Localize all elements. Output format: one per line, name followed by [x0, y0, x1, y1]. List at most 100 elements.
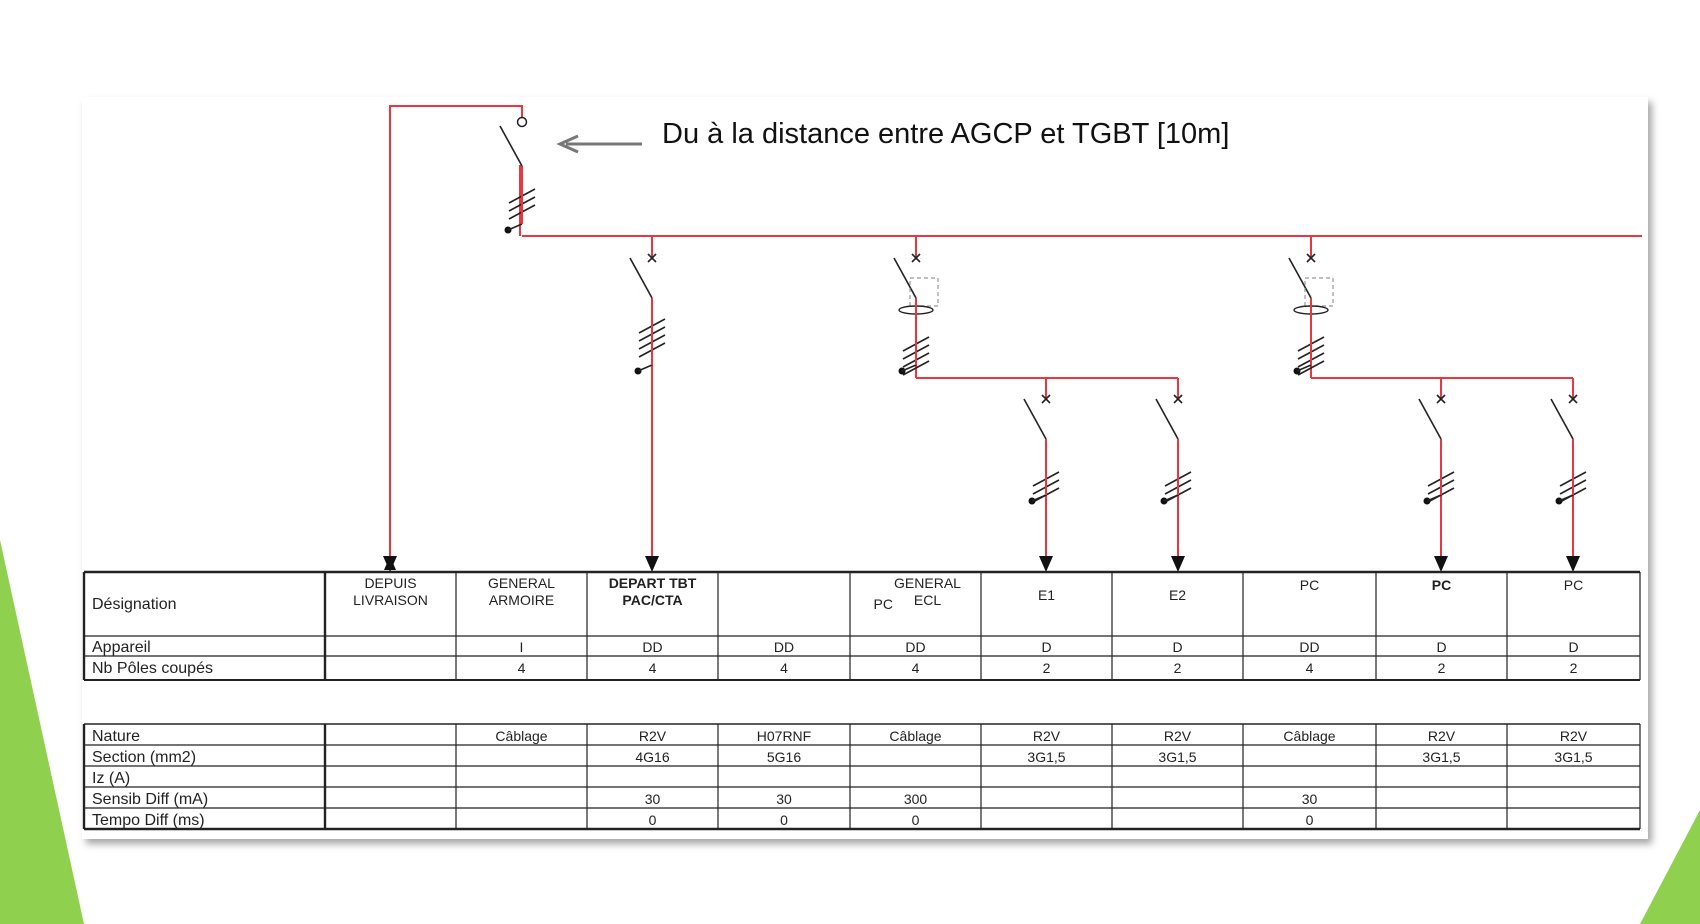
trip-mark: [1306, 253, 1316, 263]
cell-value: DD: [1299, 639, 1319, 655]
cell-value: H07RNF: [757, 728, 811, 744]
terminal-link: [507, 223, 523, 231]
cell-value: 2: [1043, 660, 1051, 676]
arrow-head: [645, 556, 659, 572]
cell-value: D: [1436, 639, 1446, 655]
cell-value: R2V: [1428, 728, 1456, 744]
cell-value: 2: [1438, 660, 1446, 676]
arrow-head: [384, 556, 396, 570]
cell-value: DD: [905, 639, 925, 655]
column-header: GENERAL: [488, 575, 555, 591]
cell-value: I: [520, 639, 524, 655]
cell-value: 4: [780, 660, 788, 676]
column-header: DEPUIS: [364, 575, 416, 591]
cell-value: 5G16: [767, 749, 801, 765]
switch-blade: [893, 257, 917, 299]
cell-value: Câblage: [495, 728, 547, 744]
terminal-link: [637, 364, 653, 372]
switch-blade: [1550, 398, 1574, 440]
trip-mark: [1173, 394, 1183, 404]
isolator-mark: [516, 116, 528, 128]
terminal-link: [1296, 364, 1312, 372]
cell-value: R2V: [1164, 728, 1192, 744]
switch-blade: [1418, 398, 1442, 440]
trip-mark: [1568, 394, 1578, 404]
differential-relay: [909, 277, 939, 307]
annotation-arrow: [556, 134, 642, 154]
switch-blade: [1288, 257, 1312, 299]
terminal-link: [1031, 494, 1047, 502]
cell-value: 0: [1306, 812, 1314, 828]
trip-mark: [1041, 394, 1051, 404]
trip-mark: [647, 253, 657, 263]
pole-hatch: [1297, 360, 1325, 376]
cell-value: R2V: [639, 728, 667, 744]
cell-value: DD: [774, 639, 794, 655]
column-header-prefix: PC: [874, 596, 893, 612]
wiring: [389, 105, 1642, 562]
cell-value: 2: [1174, 660, 1182, 676]
trip-mark: [911, 253, 921, 263]
row-label: Sensib Diff (mA): [92, 791, 208, 808]
row-label: Nature: [92, 728, 140, 745]
arrow-head: [1434, 556, 1448, 572]
column-header: E2: [1169, 587, 1186, 603]
row-label: Iz (A): [92, 770, 130, 787]
row-label: Nb Pôles coupés: [92, 660, 213, 677]
arrow-head: [1039, 556, 1053, 572]
column-header: PC: [1432, 577, 1451, 593]
cell-value: D: [1568, 639, 1578, 655]
cell-value: 3G1,5: [1422, 749, 1460, 765]
cell-value: D: [1172, 639, 1182, 655]
column-header: PC: [1564, 577, 1583, 593]
terminal-link: [1558, 494, 1574, 502]
devices: [383, 116, 1587, 572]
column-header: LIVRAISON: [353, 592, 428, 608]
cell-value: DD: [642, 639, 662, 655]
cell-value: 4: [1306, 660, 1314, 676]
cell-value: 2: [1570, 660, 1578, 676]
cell-value: 3G1,5: [1158, 749, 1196, 765]
cell-value: D: [1041, 639, 1051, 655]
column-header: E1: [1038, 587, 1055, 603]
pole-hatch: [902, 360, 930, 376]
cell-value: Câblage: [889, 728, 941, 744]
cell-value: 4G16: [635, 749, 669, 765]
row-label: Section (mm2): [92, 749, 196, 766]
column-header: DEPART TBT: [609, 575, 697, 591]
column-header: PAC/CTA: [622, 592, 682, 608]
cell-value: 30: [1302, 791, 1318, 807]
cell-value: 300: [904, 791, 928, 807]
row-label: Tempo Diff (ms): [92, 812, 205, 829]
cell-value: 3G1,5: [1027, 749, 1065, 765]
trip-mark: [1436, 394, 1446, 404]
cell-value: Câblage: [1283, 728, 1335, 744]
row-label-designation: Désignation: [92, 596, 177, 613]
switch-blade: [1023, 398, 1047, 440]
wire: [389, 105, 523, 562]
arrow-head: [1171, 556, 1185, 572]
characteristics-tables: DésignationDEPUISLIVRAISONGENERALARMOIRE…: [82, 570, 1641, 831]
arrow-head: [1566, 556, 1580, 572]
terminal-link: [901, 364, 917, 372]
cell-value: 0: [912, 812, 920, 828]
column-header: PC: [1300, 577, 1319, 593]
column-header: GENERAL: [894, 575, 961, 591]
cell-value: 4: [912, 660, 920, 676]
switch-blade: [629, 257, 653, 299]
cell-value: R2V: [1560, 728, 1588, 744]
switch-blade: [1155, 398, 1179, 440]
cell-value: 4: [518, 660, 526, 676]
cell-value: R2V: [1033, 728, 1061, 744]
column-header: ECL: [914, 592, 941, 608]
cell-value: 3G1,5: [1554, 749, 1592, 765]
cell-value: 0: [780, 812, 788, 828]
diagram-paper: [82, 97, 1648, 839]
cell-value: 30: [776, 791, 792, 807]
slide-decoration-left: [0, 540, 84, 924]
cell-value: 30: [645, 791, 661, 807]
column-header: ARMOIRE: [489, 592, 554, 608]
switch-blade: [499, 125, 523, 167]
